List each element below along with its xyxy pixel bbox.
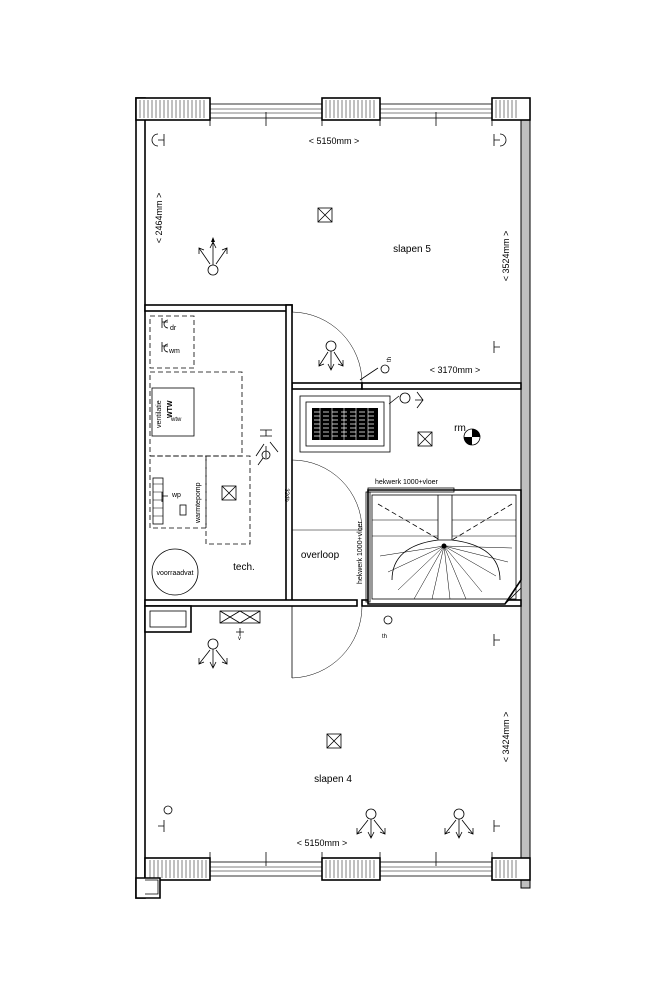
label-wtw-lower: wtw	[170, 417, 182, 423]
ceiling-outlet-slapen4	[326, 733, 342, 749]
label-v: v	[238, 636, 241, 642]
dim-landing-width: < 3170mm >	[430, 365, 481, 375]
light-icon-slapen4-right	[444, 808, 474, 839]
dim-top-left-height: < 2464mm >	[154, 193, 164, 244]
light-icon-slapen5	[198, 237, 228, 276]
dim-top-right-height: < 3524mm >	[501, 231, 511, 282]
ceiling-outlet-landing	[417, 431, 433, 447]
label-th-lower: th	[382, 634, 387, 640]
smoke-detector-icon	[463, 428, 481, 446]
staircase	[365, 487, 522, 605]
door-slapen4	[291, 605, 363, 679]
window-top	[209, 103, 493, 126]
dim-bottom-width: < 5150mm >	[297, 838, 348, 848]
label-th-upper: th	[387, 357, 393, 362]
ceiling-outlet-slapen5	[317, 207, 333, 223]
label-rm: rm	[454, 423, 466, 434]
light-icon-tech	[255, 429, 279, 458]
label-hekwerk-side: hekwerk 1000+vloer	[357, 520, 364, 584]
light-icon-slapen4-upper	[198, 638, 228, 669]
light-icon-landing	[318, 340, 344, 371]
light-icon-door-tech	[257, 450, 271, 466]
room-label-overloop: overloop	[301, 550, 340, 561]
stair-shaft-upper	[299, 395, 391, 453]
door-tech	[291, 459, 363, 531]
tech-equipment	[149, 315, 251, 596]
ventilation-grille	[219, 610, 261, 636]
label-wtw-upper: WTW	[167, 400, 174, 418]
room-label-slapen4: slapen 4	[314, 774, 352, 785]
ceiling-outlet-tech	[221, 485, 237, 501]
label-hekwerk-top: hekwerk 1000+vloer	[375, 479, 439, 486]
light-icon-landing-2	[388, 391, 424, 409]
label-door-height: 32db	[283, 488, 289, 502]
room-label-tech: tech.	[233, 562, 255, 573]
label-warmtepomp: warmtepomp	[195, 482, 202, 524]
dim-top-width: < 5150mm >	[309, 136, 360, 146]
room-label-slapen5: slapen 5	[393, 244, 431, 255]
light-icon-slapen4-left	[356, 808, 386, 839]
label-voorraadvat: voorraadvat	[157, 570, 194, 577]
socket-icons	[151, 133, 507, 832]
door-slapen5	[291, 311, 363, 384]
dim-bottom-right-height: < 3424mm >	[501, 712, 511, 763]
label-dr: dr	[170, 325, 177, 332]
label-wm: wm	[168, 348, 180, 355]
wall-hatching	[139, 100, 517, 878]
label-ventilatie: ventilatie	[156, 400, 163, 428]
label-wp: wp	[171, 492, 181, 499]
window-bottom	[209, 852, 493, 877]
